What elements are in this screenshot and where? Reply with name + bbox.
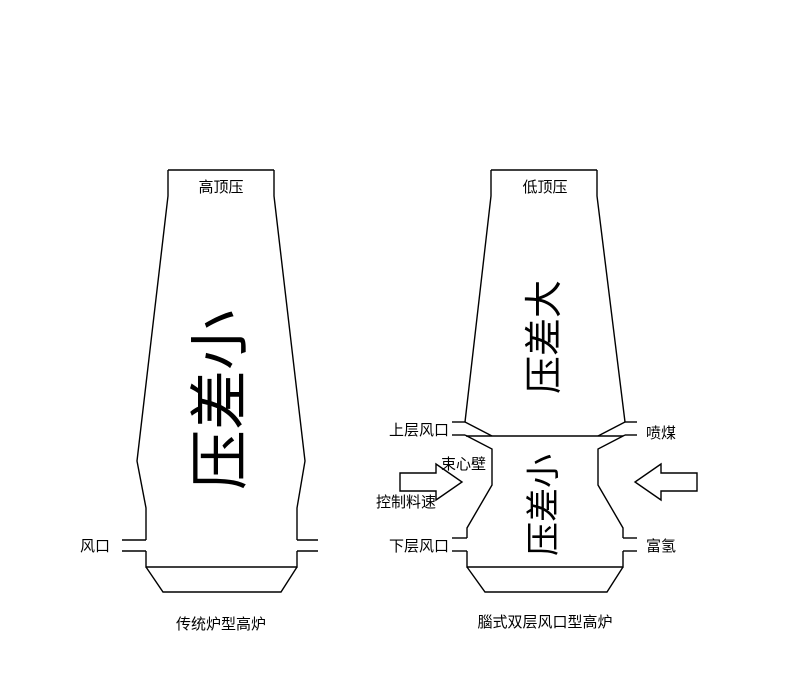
waist-wall-label: 束心壁 bbox=[441, 455, 486, 473]
hydrogen-enrichment-label: 富氢 bbox=[646, 537, 676, 555]
double-top-pressure-label: 低顶压 bbox=[522, 178, 567, 196]
lower-pressure-difference-label: 压差小 bbox=[524, 454, 564, 556]
burden-speed-arrow bbox=[399, 462, 464, 502]
double-furnace-upper-right-wall bbox=[596, 170, 626, 423]
double-furnace-lower-left-wall bbox=[466, 456, 493, 538]
coal-injection-arrow bbox=[633, 462, 698, 502]
double-furnace-neck-right-top bbox=[597, 421, 626, 437]
double-tuyere-furnace: 低顶压 压差大 压差小 上层风口 下层风口 喷煤 富氢 束心壁 控制料速 腦式双… bbox=[376, 169, 698, 631]
traditional-pressure-difference-label: 压差小 bbox=[186, 310, 256, 490]
traditional-furnace-caption: 传统炉型高炉 bbox=[176, 615, 266, 633]
lower-tuyere-label: 下层风口 bbox=[389, 537, 449, 555]
double-furnace-neck-right-bottom bbox=[597, 434, 626, 456]
traditional-tuyere-label: 风口 bbox=[80, 537, 110, 555]
traditional-furnace: 高顶压 压差小 风口 传统炉型高炉 bbox=[80, 169, 318, 633]
double-furnace-upper-left-wall bbox=[464, 170, 492, 423]
double-furnace-lower-right-wall bbox=[597, 456, 624, 538]
traditional-furnace-right-wall bbox=[273, 170, 306, 540]
double-furnace-neck-left-top bbox=[464, 421, 493, 437]
double-furnace-caption: 腦式双层风口型高炉 bbox=[477, 613, 612, 631]
upper-pressure-difference-label: 压差大 bbox=[522, 280, 566, 394]
traditional-hearth-bottom bbox=[145, 566, 298, 593]
upper-tuyere-label: 上层风口 bbox=[389, 421, 449, 439]
traditional-hearth bbox=[145, 551, 298, 568]
coal-injection-label: 喷煤 bbox=[646, 424, 676, 442]
double-furnace-hearth bbox=[466, 551, 624, 568]
traditional-top-pressure-label: 高顶压 bbox=[198, 178, 243, 196]
burden-speed-label: 控制料速 bbox=[376, 493, 436, 511]
double-furnace-neck-left-bottom bbox=[464, 434, 493, 456]
traditional-furnace-left-wall bbox=[136, 170, 169, 540]
double-furnace-hearth-bottom bbox=[466, 566, 624, 593]
